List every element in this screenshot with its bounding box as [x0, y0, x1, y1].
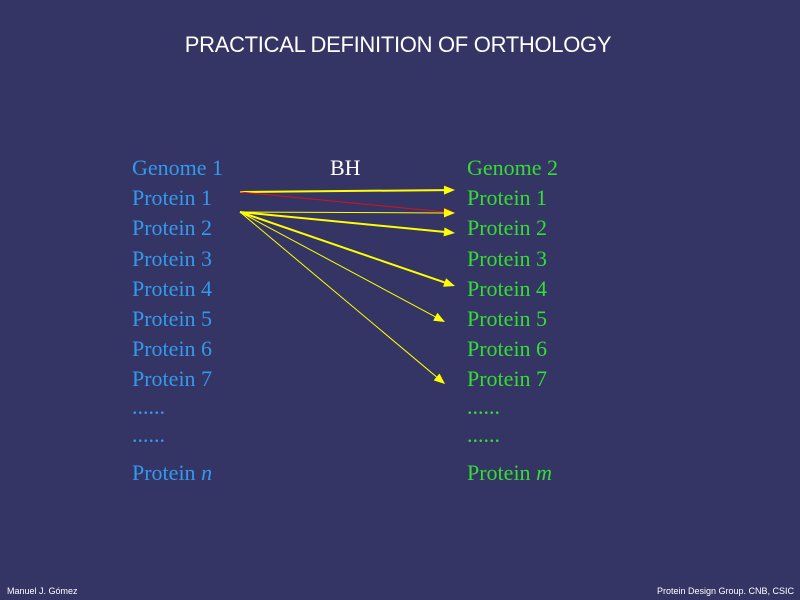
arrow-line-2-to-7: [239, 211, 437, 378]
genome1-protein: Protein 1: [132, 185, 213, 211]
organization-footer: Protein Design Group. CNB, CSIC: [656, 586, 794, 596]
genome2-column: Genome 2 Protein 1 Protein 2 Protein 3 P…: [467, 153, 558, 488]
slide-title: PRACTICAL DEFINITION OF ORTHOLOGY: [184, 32, 612, 57]
genome1-protein: Protein 4: [132, 275, 213, 301]
arrowhead-2-to-4: [443, 278, 455, 287]
arrow-line-2-to-3: [239, 211, 445, 233]
genome1-last-prefix: Protein: [132, 459, 202, 485]
genome2-last-protein: Protein m: [467, 458, 558, 488]
genome2-protein: Protein 6: [467, 336, 548, 362]
arrow-line-1-to-2: [239, 191, 445, 213]
genome1-protein: Protein 3: [132, 245, 213, 271]
genome1-ellipsis: ......: [132, 393, 165, 419]
genome2-protein: Protein 5: [467, 305, 548, 331]
genome1-protein: Protein 2: [132, 215, 213, 241]
best-hit-label: BH: [330, 155, 361, 180]
arrow-line-2-to-5: [239, 211, 436, 318]
arrow-line-2-to-4: [239, 211, 445, 284]
arrowhead-2-to-7: [433, 373, 445, 384]
genome1-column: Genome 1 Protein 1 Protein 2 Protein 3 P…: [132, 153, 223, 488]
genome2-protein: Protein 2: [467, 215, 548, 241]
genome1-header: Genome 1: [132, 155, 224, 180]
arrowhead-1-to-1: [444, 185, 455, 195]
genome1-protein: Protein 5: [132, 305, 213, 331]
genome2-ellipsis: ......: [467, 393, 500, 419]
arrow-line-2-to-2: [239, 211, 445, 214]
genome2-protein: Protein 1: [467, 185, 548, 211]
genome1-ellipsis: ......: [132, 421, 165, 447]
genome1-protein: Protein 6: [132, 336, 213, 362]
arrowhead-2-to-2: [444, 208, 455, 218]
genome2-protein: Protein 3: [467, 245, 548, 271]
genome2-protein: Protein 4: [467, 275, 548, 301]
genome1-last-protein: Protein n: [132, 458, 223, 488]
genome2-header: Genome 2: [467, 155, 559, 180]
genome2-last-prefix: Protein: [467, 459, 537, 485]
author-footer: Manuel J. Gómez: [7, 586, 78, 596]
genome1-last-variable: n: [201, 459, 213, 485]
genome1-protein: Protein 7: [132, 366, 213, 392]
genome2-ellipsis: ......: [467, 421, 500, 447]
genome2-protein: Protein 7: [467, 366, 548, 392]
arrow-line-1-to-1: [239, 189, 445, 193]
arrowhead-2-to-3: [443, 227, 455, 237]
genome2-last-variable: m: [536, 459, 552, 485]
arrowhead-2-to-5: [433, 312, 445, 322]
